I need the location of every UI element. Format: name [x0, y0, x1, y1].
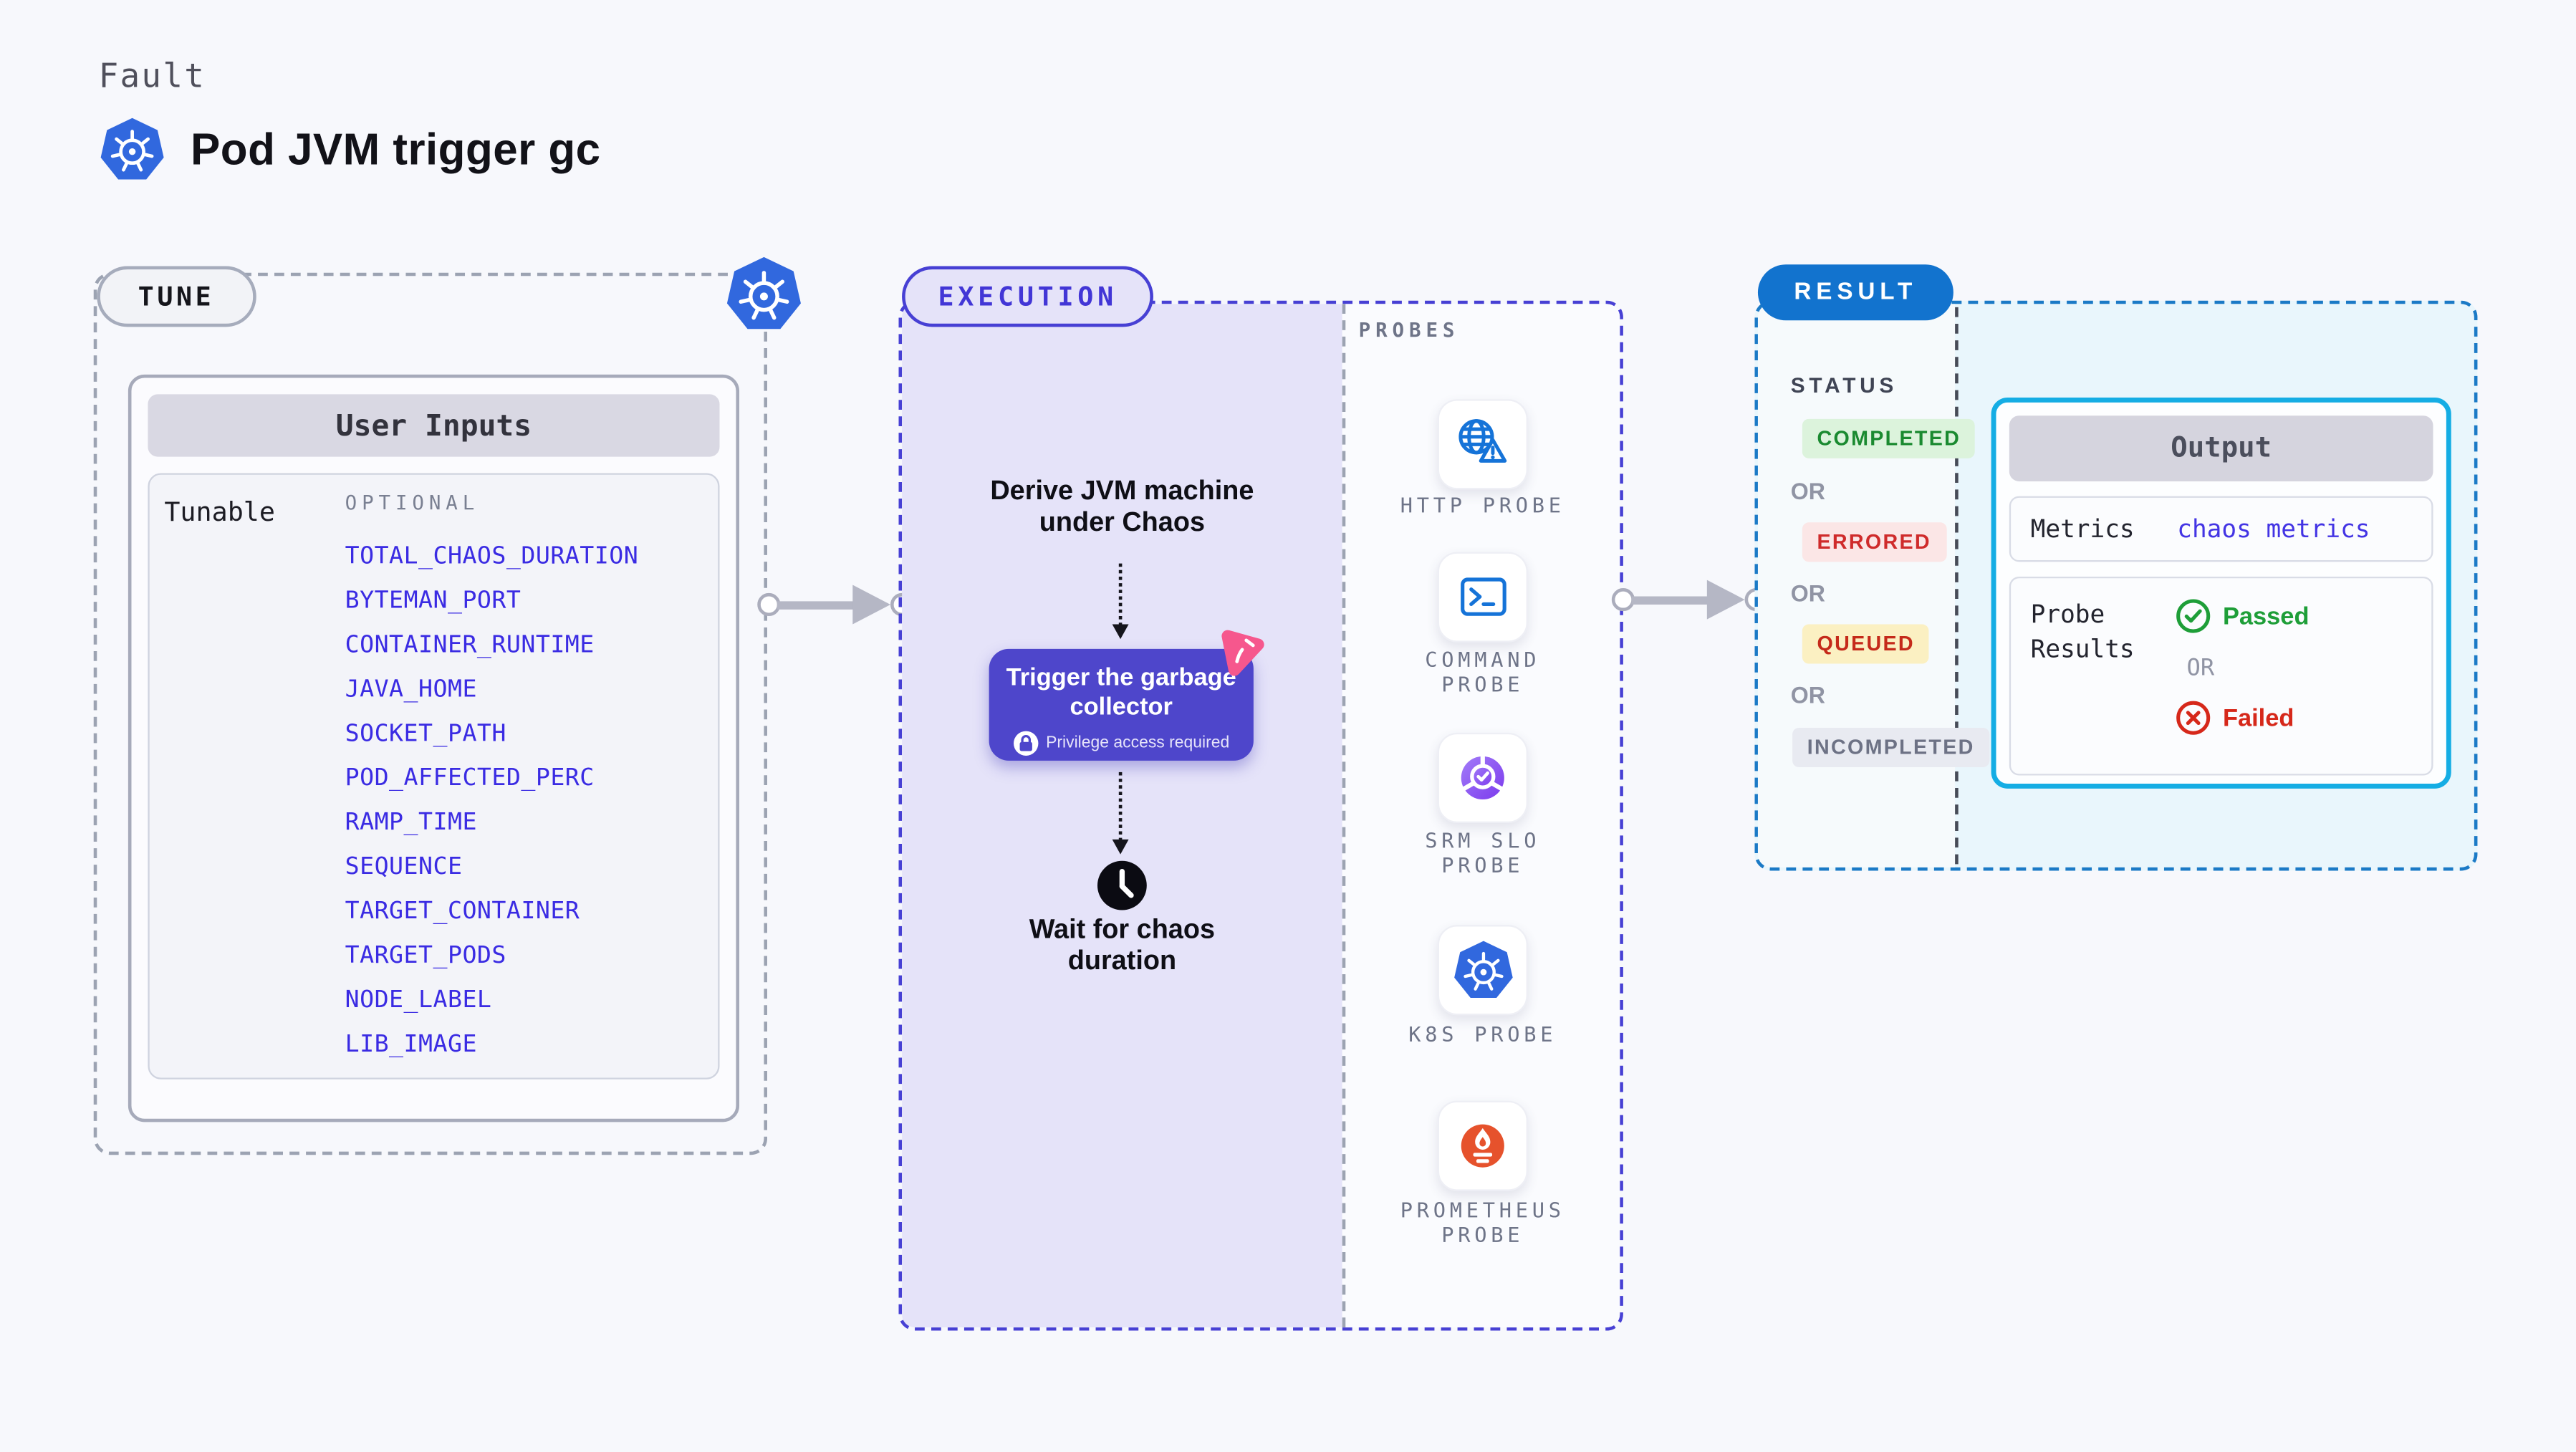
chaos-icon — [1221, 630, 1264, 676]
kubernetes-icon — [724, 254, 803, 335]
probes-column-label: PROBES — [1358, 318, 1460, 342]
probe-label: PROMETHEUS PROBE — [1400, 1197, 1565, 1247]
tunable-inputs: TOTAL_CHAOS_DURATION BYTEMAN_PORT CONTAI… — [345, 536, 639, 1068]
tunable-input[interactable]: TOTAL_CHAOS_DURATION — [345, 544, 639, 570]
lock-icon — [1013, 731, 1038, 756]
tunable-input[interactable]: POD_AFFECTED_PERC — [345, 765, 595, 792]
tunable-list: Tunable OPTIONAL TOTAL_CHAOS_DURATION BY… — [148, 473, 720, 1080]
result-section: STATUS COMPLETED OR ERRORED OR QUEUED OR… — [1754, 300, 2478, 871]
output-title: Output — [2009, 415, 2433, 481]
status-badge-errored: ERRORED — [1802, 522, 1946, 562]
srm-slo-probe-icon — [1461, 753, 1505, 799]
tunable-input[interactable]: RAMP_TIME — [345, 809, 477, 837]
result-divider — [1955, 307, 1959, 865]
metrics-row: Metrics chaos metrics — [2009, 496, 2433, 562]
probe-results-row: Probe Results Passed OR — [2009, 576, 2433, 776]
user-inputs-panel: User Inputs Tunable OPTIONAL TOTAL_CHAOS… — [128, 374, 740, 1122]
probe-card[interactable] — [1437, 732, 1528, 823]
probe-label: SRM SLO PROBE — [1425, 827, 1541, 878]
tunable-input[interactable]: BYTEMAN_PORT — [345, 588, 522, 615]
output-panel: Output Metrics chaos metrics Probe Resul… — [1991, 398, 2451, 789]
execution-flow-area — [902, 304, 1342, 1328]
prometheus-probe-icon — [1461, 1124, 1504, 1168]
execution-section — [898, 300, 1623, 1331]
clock-icon — [1097, 860, 1147, 910]
fault-kicker: Fault — [98, 55, 206, 96]
trigger-garbage-collector-node[interactable]: Trigger the garbage collector Privilege … — [989, 648, 1254, 761]
or-separator: OR — [1790, 681, 1825, 708]
status-badge-queued: QUEUED — [1802, 624, 1930, 664]
tune-section — [93, 272, 768, 1155]
status-badge-incompleted: INCOMPLETED — [1792, 727, 1990, 768]
step-connector-arrow — [1112, 563, 1129, 640]
http-probe-icon — [1458, 419, 1507, 463]
tunable-group-label: Tunable — [164, 496, 276, 528]
tunable-input[interactable]: JAVA_HOME — [345, 676, 477, 703]
metrics-value[interactable]: chaos metrics — [2177, 514, 2370, 544]
tune-badge: TUNE — [97, 266, 256, 327]
result-badge: RESULT — [1757, 264, 1953, 321]
flow-arrow-tune-to-execution — [757, 585, 914, 625]
probe-label: K8S PROBE — [1408, 1021, 1557, 1047]
flow-arrow-execution-to-result — [1611, 580, 1768, 620]
tunable-input[interactable]: SEQUENCE — [345, 854, 463, 881]
or-separator: OR — [1790, 478, 1825, 505]
probe-card[interactable] — [1437, 552, 1528, 643]
action-label: Trigger the garbage collector — [1006, 663, 1236, 721]
probe-card[interactable] — [1437, 1100, 1528, 1191]
arrow-head — [1706, 580, 1745, 620]
failed-x-icon — [2176, 701, 2211, 735]
tunable-input[interactable]: NODE_LABEL — [345, 987, 492, 1014]
wait-chaos-step: Wait for chaos duration — [1029, 915, 1216, 976]
execution-badge: EXECUTION — [902, 266, 1154, 327]
probe-card[interactable] — [1437, 399, 1528, 490]
command-probe-icon — [1459, 577, 1506, 615]
failed-label: Failed — [2222, 703, 2294, 732]
probe-label: COMMAND PROBE — [1425, 647, 1541, 697]
k8s-probe-icon — [1451, 939, 1514, 1001]
passed-label: Passed — [2222, 602, 2310, 630]
status-column — [1757, 304, 1956, 867]
page-header: Pod JVM trigger gc — [99, 117, 601, 184]
passed-check-icon — [2176, 599, 2211, 633]
or-separator: OR — [2186, 655, 2215, 682]
probe-card[interactable] — [1437, 925, 1528, 1016]
status-badge-completed: COMPLETED — [1802, 418, 1976, 458]
derive-jvm-step: Derive JVM machine under Chaos — [990, 476, 1254, 537]
optional-column-label: OPTIONAL — [345, 491, 480, 514]
arrow-shaft — [777, 600, 860, 609]
tunable-input[interactable]: CONTAINER_RUNTIME — [345, 632, 595, 659]
status-label: STATUS — [1790, 372, 1898, 398]
user-inputs-title: User Inputs — [148, 394, 720, 457]
probe-results-label: Probe Results — [2030, 600, 2135, 664]
arrow-head — [852, 585, 891, 625]
or-separator: OR — [1790, 580, 1825, 607]
tunable-input[interactable]: SOCKET_PATH — [345, 721, 506, 748]
page-title: Pod JVM trigger gc — [191, 125, 601, 175]
kubernetes-icon — [99, 117, 166, 184]
probes-divider — [1342, 304, 1346, 1328]
privilege-note: Privilege access required — [1046, 734, 1230, 753]
probe-label: HTTP PROBE — [1400, 493, 1565, 518]
step-connector-arrow — [1112, 771, 1129, 855]
tunable-input[interactable]: TARGET_PODS — [345, 943, 506, 970]
tunable-input[interactable]: TARGET_CONTAINER — [345, 898, 580, 925]
connector-dot — [757, 592, 781, 617]
arrow-shaft — [1631, 595, 1714, 604]
metrics-label: Metrics — [2030, 514, 2135, 544]
tunable-input[interactable]: LIB_IMAGE — [345, 1032, 477, 1058]
